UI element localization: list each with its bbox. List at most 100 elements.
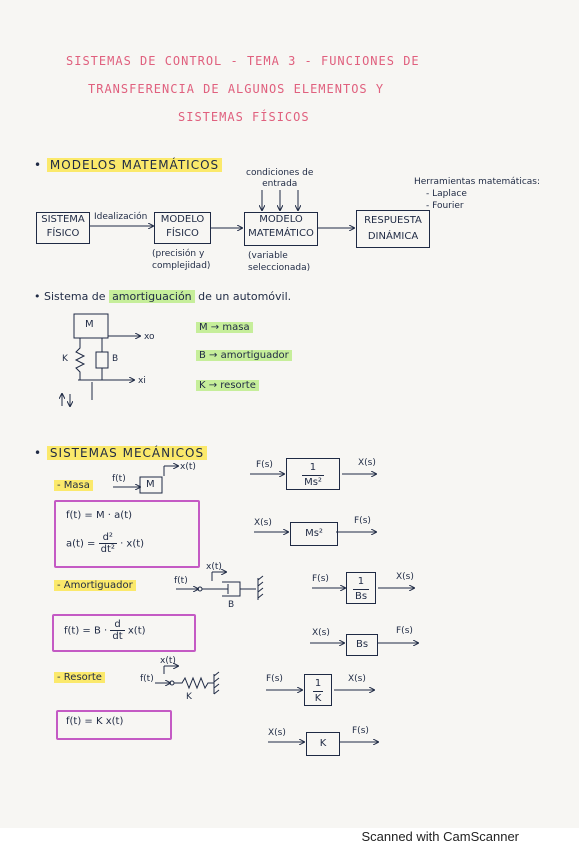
sentence-highlight: amortiguación	[109, 290, 195, 303]
resorte-tf2-in: X(s)	[268, 728, 286, 738]
amort-fig-b: B	[228, 600, 235, 610]
amort-eq-num: d	[110, 619, 125, 631]
label-masa: - Masa	[54, 480, 93, 491]
label-masa-text: - Masa	[54, 480, 93, 491]
amort-fig-x: x(t)	[206, 562, 222, 572]
fig-mass-label: M	[85, 319, 94, 330]
masa-eq2-lhs: a(t)	[66, 538, 84, 550]
arrow-label-idealizacion: Idealización	[94, 212, 148, 222]
fig-xo-label: xo	[144, 332, 155, 342]
bullet-mecanicos: • SISTEMAS MECÁNICOS	[34, 446, 208, 460]
amort-tf1-num: 1	[352, 575, 370, 590]
note-mat-line2: seleccionada)	[248, 263, 311, 273]
resorte-tf1-in: F(s)	[266, 674, 283, 684]
amort-fig-f: f(t)	[174, 576, 188, 586]
box-modelo-fisico-line1: MODELO	[160, 214, 205, 225]
legend-masa: M → masa	[196, 322, 253, 333]
amortiguacion-sentence: • Sistema de amortiguación de un automóv…	[34, 290, 292, 303]
heading-mecanicos: SISTEMAS MECÁNICOS	[46, 446, 208, 460]
legend-masa-text: M → masa	[196, 322, 253, 333]
box-sistema-fisico: SISTEMA FÍSICO	[36, 212, 90, 244]
box-sistema-line1: SISTEMA	[41, 214, 85, 225]
note-matematico: (variable seleccionada)	[248, 250, 310, 274]
sentence-post: de un automóvil.	[198, 290, 292, 303]
masa-tf1-in: F(s)	[256, 460, 273, 470]
footer-text: Scanned with CamScanner	[361, 829, 519, 844]
resorte-fig-k: K	[186, 692, 192, 702]
amort-tf2-out: F(s)	[396, 626, 413, 636]
label-resorte-text: - Resorte	[54, 672, 105, 683]
masa-tf1-out: X(s)	[358, 458, 376, 468]
amort-eq-rhs: x(t)	[127, 625, 146, 637]
legend-resorte-text: K → resorte	[196, 380, 259, 391]
title-line-1: SISTEMAS DE CONTROL - TEMA 3 - FUNCIONES…	[66, 54, 420, 68]
note-fisico-line1: (precisión y	[152, 249, 205, 259]
resorte-tf1-den: K	[314, 693, 322, 704]
resorte-fig-x: x(t)	[160, 656, 176, 666]
amort-eq-den: dt	[112, 631, 123, 642]
note-condiciones-line2: entrada	[262, 179, 298, 189]
resorte-tf1-out: X(s)	[348, 674, 366, 684]
herramientas-fourier: - Fourier	[426, 201, 464, 211]
title-line-2: TRANSFERENCIA DE ALGUNOS ELEMENTOS Y	[88, 82, 385, 96]
box-respuesta-line2: DINÁMICA	[367, 231, 419, 242]
masa-tf2-block: Ms²	[290, 522, 338, 546]
box-modelo-fisico-line2: FÍSICO	[166, 228, 199, 239]
masa-eq1: f(t) = M · a(t)	[66, 510, 133, 521]
box-respuesta-line1: RESPUESTA	[364, 215, 422, 226]
box-modelo-mat-line2: MATEMÁTICO	[248, 228, 314, 239]
herramientas-laplace: - Laplace	[426, 189, 467, 199]
note-mat-line1: (variable	[248, 251, 288, 261]
masa-eq2-den: dt²	[100, 544, 115, 555]
masa-tf1-num: 1	[302, 461, 324, 476]
box-modelo-matematico: MODELO MATEMÁTICO	[244, 212, 318, 246]
herramientas-title: Herramientas matemáticas:	[414, 177, 541, 187]
fig-b-label: B	[112, 354, 119, 364]
amort-tf1-in: F(s)	[312, 574, 329, 584]
legend-amortiguador-text: B → amortiguador	[196, 350, 292, 361]
masa-tf2-in: X(s)	[254, 518, 272, 528]
masa-fig-x: x(t)	[180, 462, 196, 472]
resorte-fig-f: f(t)	[140, 674, 154, 684]
fig-xi-label: xi	[138, 376, 146, 386]
note-fisico: (precisión y complejidad)	[152, 248, 210, 272]
fig-k-label: K	[62, 354, 68, 364]
label-resorte: - Resorte	[54, 672, 105, 683]
label-amortiguador-text: - Amortiguador	[54, 580, 136, 591]
masa-fig-m: M	[146, 479, 155, 490]
note-condiciones: condiciones de entrada	[246, 168, 313, 190]
masa-tf1-den: Ms²	[304, 477, 322, 488]
box-modelo-mat-line1: MODELO	[259, 214, 303, 225]
note-fisico-line2: complejidad)	[152, 261, 211, 271]
amort-equation-box	[52, 614, 196, 652]
heading-modelos: MODELOS MATEMÁTICOS	[46, 158, 223, 172]
bullet-modelos: • MODELOS MATEMÁTICOS	[34, 158, 223, 172]
masa-fig-f: f(t)	[112, 474, 126, 484]
masa-equation-box	[54, 500, 200, 568]
resorte-tf2-out: F(s)	[352, 726, 369, 736]
label-amortiguador: - Amortiguador	[54, 580, 136, 591]
sentence-pre: Sistema de	[44, 290, 106, 303]
box-sistema-line2: FÍSICO	[46, 228, 80, 239]
note-condiciones-line1: condiciones de	[246, 168, 314, 178]
masa-tf2-out: F(s)	[354, 516, 371, 526]
resorte-eq: f(t) = K x(t)	[66, 716, 124, 727]
amort-tf2-block: Bs	[346, 634, 378, 656]
herramientas: Herramientas matemáticas: - Laplace - Fo…	[414, 176, 540, 212]
amort-eq-b: B ·	[94, 625, 108, 637]
resorte-tf1-num: 1	[312, 677, 324, 692]
box-modelo-fisico: MODELO FÍSICO	[154, 212, 211, 244]
box-respuesta-dinamica: RESPUESTA DINÁMICA	[356, 210, 430, 248]
masa-eq1-lhs: f(t)	[66, 510, 82, 521]
masa-eq2-num: d²	[98, 532, 117, 544]
